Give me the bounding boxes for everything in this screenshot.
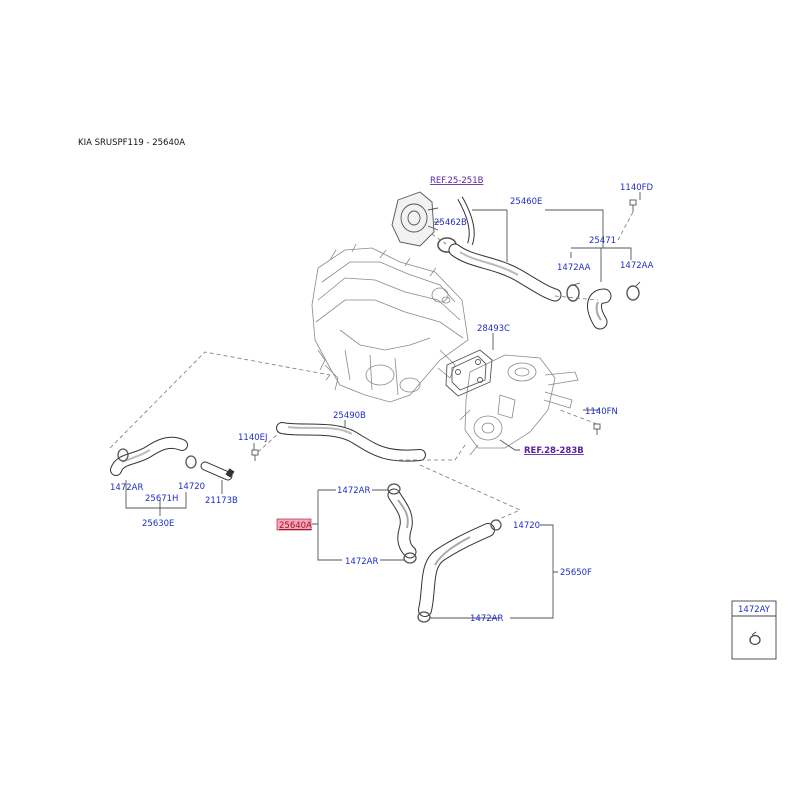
label-28493c[interactable]: 28493C	[477, 324, 510, 334]
label-25490b[interactable]: 25490B	[333, 411, 366, 421]
water-pipe-25490b	[276, 422, 426, 462]
label-1472aa-1[interactable]: 1472AA	[557, 263, 591, 273]
clamp-1472ar-left	[117, 448, 129, 462]
water-outlet-housing	[459, 354, 579, 456]
label-1140fn[interactable]: 1140FN	[585, 407, 618, 417]
page-title: KIA SRUSPF119 - 25640A	[78, 138, 186, 148]
label-25650f[interactable]: 25650F	[560, 568, 592, 578]
label-14720-left[interactable]: 14720	[178, 482, 205, 492]
clamp-14720-right	[490, 519, 502, 531]
assembly-lines	[109, 211, 634, 521]
hose-25471	[587, 288, 612, 330]
bolt-1140fn	[593, 423, 601, 435]
water-pump	[391, 191, 439, 247]
clamp-14720-left	[185, 455, 197, 469]
label-ref-28-283b[interactable]: REF.28-283B	[524, 446, 584, 456]
label-25630e[interactable]: 25630E	[142, 519, 174, 529]
leader-lines	[125, 192, 641, 619]
bolt-1140fd	[629, 199, 637, 212]
water-pipe-25460e	[448, 196, 562, 302]
engine-block	[311, 243, 469, 403]
label-1472ar-left[interactable]: 1472AR	[110, 483, 143, 493]
label-21173b[interactable]: 21173B	[205, 496, 238, 506]
clamp-1472aa-1	[566, 282, 581, 302]
label-1140ej[interactable]: 1140EJ	[238, 433, 268, 443]
label-ref-25-251b[interactable]: REF.25-251B	[430, 176, 484, 186]
label-14720-right[interactable]: 14720	[513, 521, 540, 531]
clamp-1472aa-2	[626, 281, 641, 301]
clamp-1472ar-mid	[403, 552, 417, 564]
label-1472aa-2[interactable]: 1472AA	[620, 261, 654, 271]
label-1472ar-bottom[interactable]: 1472AR	[470, 614, 503, 624]
label-1140fd[interactable]: 1140FD	[620, 183, 654, 193]
label-1472ar-mid[interactable]: 1472AR	[345, 557, 378, 567]
hose-25671h	[110, 436, 188, 476]
bolt-1140ej	[251, 449, 259, 461]
legend-box-label: 1472AY	[738, 605, 771, 615]
label-25462b[interactable]: 25462B	[434, 218, 467, 228]
legend-box-1472ay[interactable]: 1472AY	[731, 600, 777, 660]
clamp-1472ay-icon	[749, 631, 761, 646]
hose-25650f	[418, 523, 495, 617]
fitting-21173b	[200, 461, 235, 481]
label-25460e[interactable]: 25460E	[510, 197, 542, 207]
label-25671h[interactable]: 25671H	[145, 494, 178, 504]
label-1472ar-top[interactable]: 1472AR	[337, 486, 370, 496]
gasket-28493c	[445, 349, 493, 397]
label-25640a[interactable]: 25640A	[279, 521, 312, 531]
clamp-1472ar-top	[387, 483, 401, 495]
clamp-1472ar-bottom	[417, 611, 431, 623]
label-25471[interactable]: 25471	[589, 236, 616, 246]
highlight-marker	[276, 518, 312, 531]
hose-25640a	[387, 488, 417, 559]
